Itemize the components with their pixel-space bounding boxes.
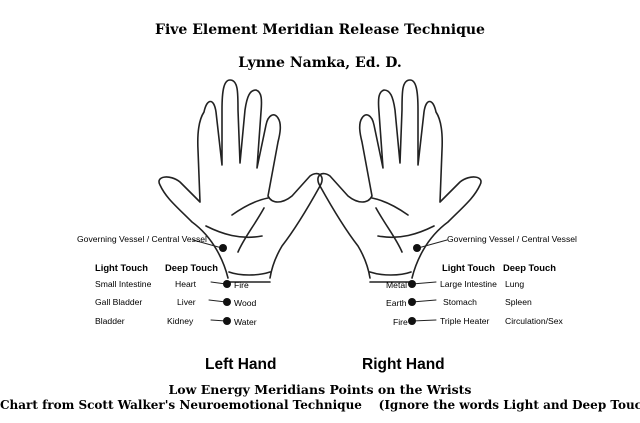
right-element-2: Earth [386,298,407,308]
right-deep-touch-3: Circulation/Sex [505,316,563,326]
right-deep-touch-1: Lung [505,279,525,289]
right-point-earth [408,298,416,306]
left-governing-label: Governing Vessel / Central Vessel [77,234,207,244]
right-light-touch-1: Large Intestine [440,279,497,289]
left-light-touch-3: Bladder [95,316,125,326]
left-light-touch-header: Light Touch [95,262,148,273]
right-light-touch-2: Stomach [443,297,477,307]
page-title: Five Element Meridian Release Technique [155,22,485,38]
caption-line-1: Low Energy Meridians Points on the Wrist… [168,382,472,397]
right-deep-touch-2: Spleen [505,297,532,307]
right-hand-outline [317,79,482,279]
caption-line-2: Chart from Scott Walker's Neuroemotional… [0,398,640,412]
left-deep-touch-header: Deep Touch [165,262,218,273]
right-element-3: Fire [393,317,408,327]
right-deep-touch-header: Deep Touch [503,262,556,273]
left-point-fire [223,280,231,288]
right-point-metal [408,280,416,288]
left-element-1: Fire [234,280,249,290]
right-governing-point [413,244,421,252]
left-governing-point [219,244,227,252]
right-light-touch-header: Light Touch [442,262,495,273]
left-point-water [223,317,231,325]
left-light-touch-2: Gall Bladder [95,297,143,307]
right-light-touch-3: Triple Heater [440,316,490,326]
right-point-fire [408,317,416,325]
left-deep-touch-3: Kidney [167,316,194,326]
left-deep-touch-1: Heart [175,279,197,289]
left-hand-name: Left Hand [205,356,277,373]
right-hand-name: Right Hand [362,356,445,373]
right-governing-label: Governing Vessel / Central Vessel [447,234,577,244]
left-element-3: Water [234,317,257,327]
author-name: Lynne Namka, Ed. D. [238,55,402,71]
left-light-touch-1: Small Intestine [95,279,152,289]
left-element-2: Wood [234,298,257,308]
left-point-wood [223,298,231,306]
left-deep-touch-2: Liver [177,297,196,307]
right-element-1: Metal [386,280,408,290]
left-hand-outline [158,79,323,279]
